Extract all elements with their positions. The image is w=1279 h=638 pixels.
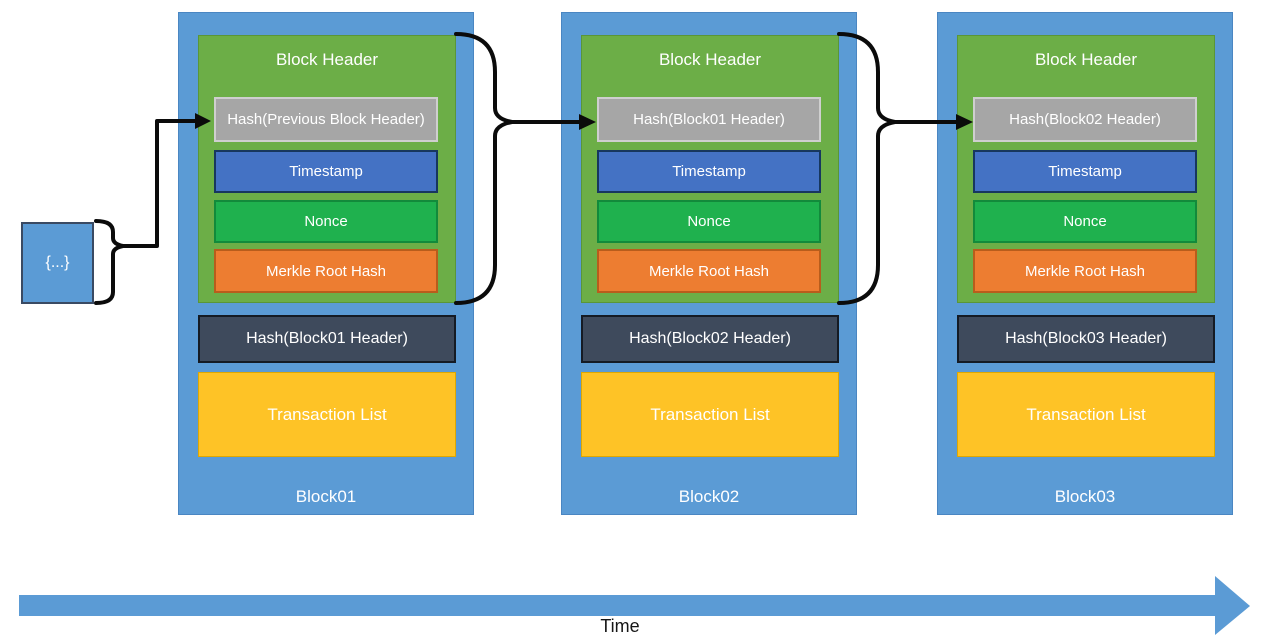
nonce-field: Nonce xyxy=(214,200,438,243)
block-name-label: Block03 xyxy=(1054,487,1116,506)
block-hash-box: Hash(Block02 Header) xyxy=(581,315,839,363)
merkle-root-field: Merkle Root Hash xyxy=(973,249,1197,293)
timestamp-field: Timestamp xyxy=(973,150,1197,193)
block-03-header: Block Header Hash(Block02 Header) Timest… xyxy=(957,35,1215,303)
merkle-root-field: Merkle Root Hash xyxy=(214,249,438,293)
block-hash-box: Hash(Block01 Header) xyxy=(198,315,456,363)
block-name-label: Block01 xyxy=(295,487,357,506)
transaction-list-box: Transaction List xyxy=(581,372,839,457)
block-hash-box: Hash(Block03 Header) xyxy=(957,315,1215,363)
prev-hash-field: Hash(Block01 Header) xyxy=(597,97,821,142)
nonce-field: Nonce xyxy=(973,200,1197,243)
time-arrow-bar xyxy=(19,595,1215,616)
genesis-label: {...} xyxy=(45,254,70,271)
block-03: Block Header Hash(Block02 Header) Timest… xyxy=(937,12,1233,515)
block-01: Block Header Hash(Previous Block Header)… xyxy=(178,12,474,515)
merkle-root-field: Merkle Root Hash xyxy=(597,249,821,293)
block-name-label: Block02 xyxy=(678,487,740,506)
block-header-title: Block Header xyxy=(275,50,379,69)
block-01-header: Block Header Hash(Previous Block Header)… xyxy=(198,35,456,303)
block-02: Block Header Hash(Block01 Header) Timest… xyxy=(561,12,857,515)
prev-hash-field: Hash(Previous Block Header) xyxy=(214,97,438,142)
timestamp-field: Timestamp xyxy=(597,150,821,193)
genesis-block: {...} xyxy=(21,222,94,304)
prev-hash-field: Hash(Block02 Header) xyxy=(973,97,1197,142)
block-header-title: Block Header xyxy=(658,50,762,69)
genesis-brace xyxy=(94,219,125,305)
transaction-list-box: Transaction List xyxy=(957,372,1215,457)
nonce-field: Nonce xyxy=(597,200,821,243)
transaction-list-box: Transaction List xyxy=(198,372,456,457)
timestamp-field: Timestamp xyxy=(214,150,438,193)
time-axis-label: Time xyxy=(600,616,640,636)
block-header-title: Block Header xyxy=(1034,50,1138,69)
block-02-header: Block Header Hash(Block01 Header) Timest… xyxy=(581,35,839,303)
